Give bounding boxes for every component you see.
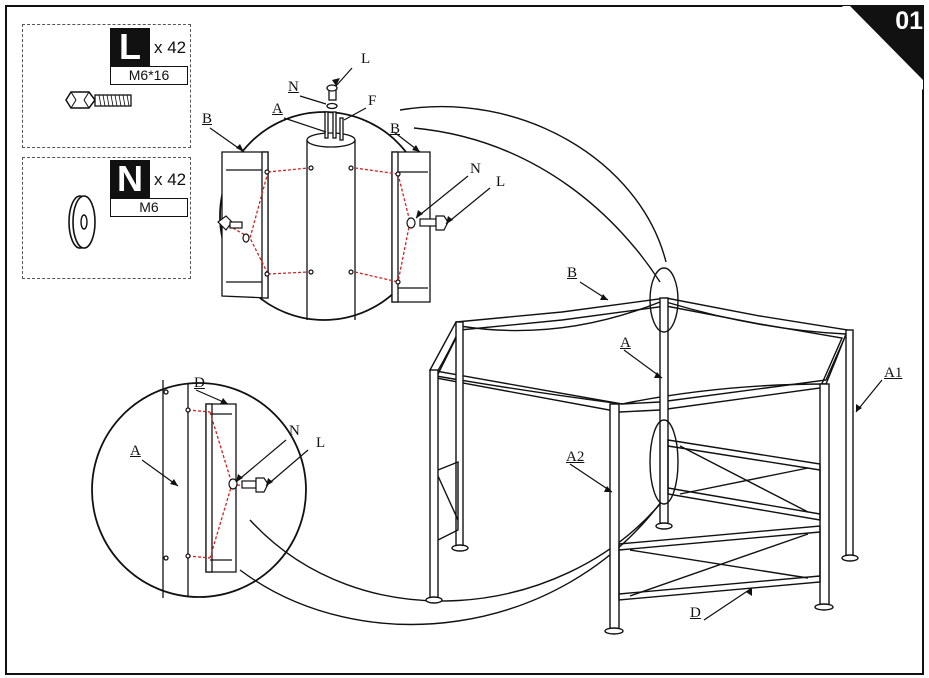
part-code-bolt: L (110, 28, 150, 66)
part-spec-washer: M6 (110, 198, 188, 217)
label-B-top-right: B (390, 121, 401, 137)
gazebo-frame (425, 297, 859, 635)
label-A-top: A (272, 101, 283, 117)
label-A-frame: A (620, 335, 631, 351)
label-N-top-right: N (470, 161, 481, 177)
label-L-top: L (361, 51, 371, 67)
leader-left-brace (249, 503, 661, 602)
label-D-left: D (194, 375, 205, 391)
label-L-top-right: L (496, 174, 506, 190)
label-A1-frame: A1 (884, 365, 903, 381)
label-D-frame: D (690, 605, 701, 621)
label-F-top: F (368, 93, 377, 109)
part-qty-washer: x 42 (154, 170, 187, 189)
part-box-bolt (22, 24, 191, 148)
detail-circle-left (91, 382, 307, 598)
label-A-left: A (130, 443, 141, 459)
part-qty-bolt: x 42 (154, 38, 187, 57)
part-box-washer (22, 157, 191, 279)
label-B-top-left: B (202, 111, 213, 127)
leader-top-joint (399, 105, 667, 263)
washer-icon (68, 195, 96, 249)
label-B-frame: B (567, 265, 578, 281)
label-N-top: N (288, 79, 299, 95)
bolt-icon (65, 91, 132, 109)
step-number: 01 (895, 7, 923, 35)
label-A2-frame: A2 (566, 449, 585, 465)
label-L-left: L (316, 435, 326, 451)
part-spec-bolt: M6*16 (110, 66, 188, 85)
part-code-washer: N (110, 160, 150, 198)
label-N-left: N (289, 423, 300, 439)
